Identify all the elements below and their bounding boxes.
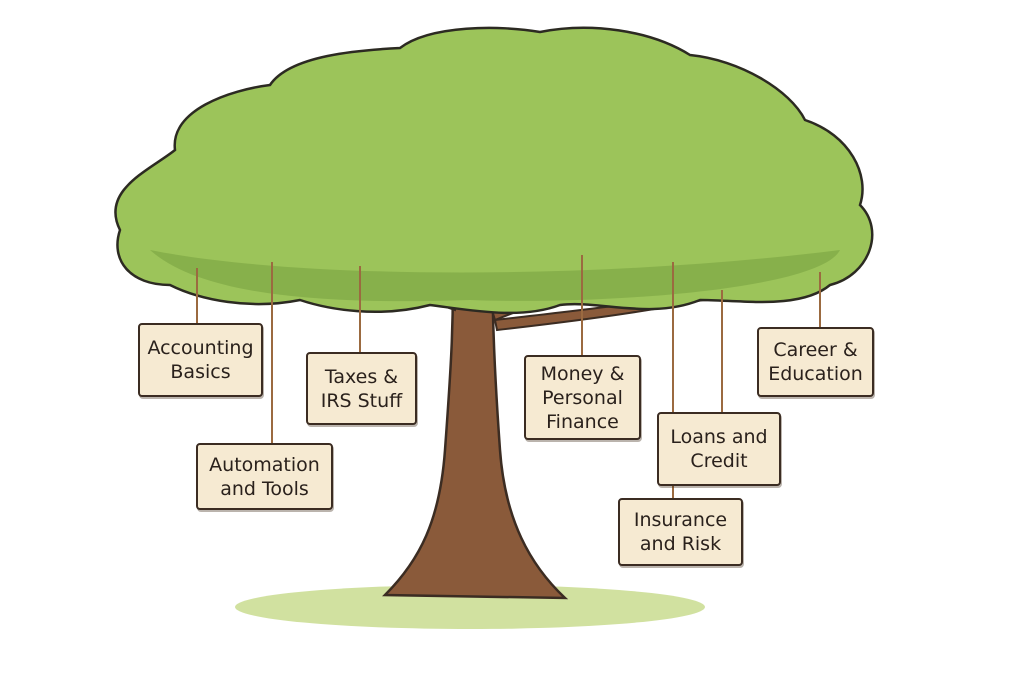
- sign-text: Insurance: [633, 509, 728, 531]
- sign-text: and Tools: [220, 477, 309, 500]
- sign-taxes-irs: Taxes &IRS Stuff: [306, 352, 417, 425]
- sign-text: Money &: [540, 362, 625, 385]
- sign-text: Taxes &: [324, 365, 399, 388]
- sign-text: Automation: [209, 453, 320, 476]
- hanging-strings: [196, 255, 821, 499]
- tree-canopy: [114, 26, 874, 315]
- sign-career-education: Career &Education: [757, 327, 874, 397]
- sign-text: Accounting: [147, 337, 254, 359]
- sign-text: Career &: [773, 339, 858, 361]
- sign-text: Education: [768, 363, 863, 385]
- sign-text: Credit: [690, 450, 748, 472]
- sign-text: Finance: [546, 410, 619, 433]
- canopy-shading: [150, 250, 840, 302]
- sign-text: IRS Stuff: [320, 389, 403, 412]
- sign-text: and Risk: [639, 533, 722, 555]
- sign-text: Personal: [542, 386, 623, 409]
- grass-patch: [235, 585, 705, 629]
- sign-text: Loans and: [670, 426, 768, 448]
- tree-trunk: [382, 238, 569, 600]
- sign-text: Basics: [170, 361, 231, 383]
